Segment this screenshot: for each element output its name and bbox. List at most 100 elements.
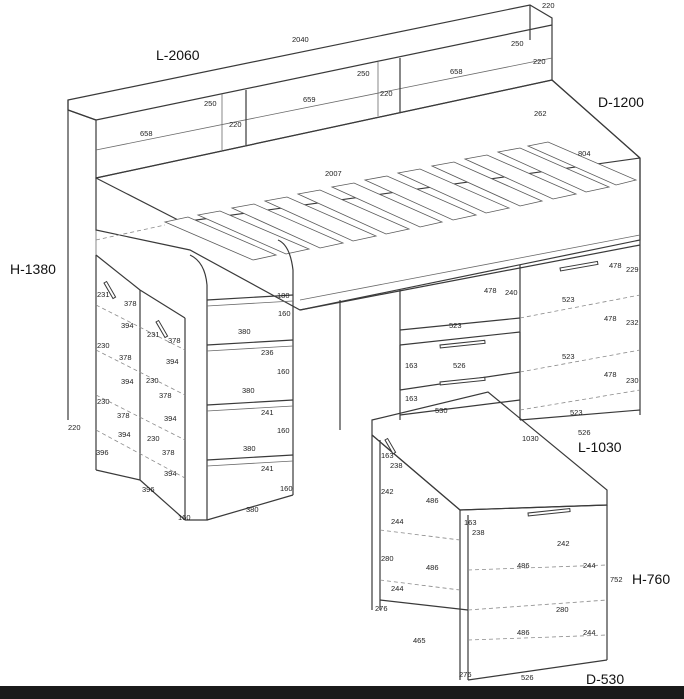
dim-label: 160 xyxy=(280,484,293,493)
dim-label: 220 xyxy=(380,89,393,98)
dim-label: 276 xyxy=(375,604,388,613)
dim-label: 380 xyxy=(246,505,259,514)
dimension-labels: 220 2040 250 220 250 658 220 659 250 262… xyxy=(68,1,639,682)
dim-label: 378 xyxy=(159,391,172,400)
dim-label: 276 xyxy=(459,670,472,679)
dim-label: 526 xyxy=(521,673,534,682)
bed-slats xyxy=(163,141,638,261)
dim-label: 240 xyxy=(505,288,518,297)
bottom-toolbar-strip xyxy=(0,686,684,699)
dim-label: 241 xyxy=(261,464,274,473)
dim-label: 232 xyxy=(626,318,639,327)
dim-label: 244 xyxy=(391,517,404,526)
dim-label: 2040 xyxy=(292,35,309,44)
dim-label: 486 xyxy=(517,561,530,570)
dim-label: 163 xyxy=(464,518,477,527)
dim-label: 378 xyxy=(162,448,175,457)
dim-label: 231 xyxy=(147,330,160,339)
dim-label: 241 xyxy=(261,408,274,417)
dim-label: 230 xyxy=(147,434,160,443)
dim-label: 220 xyxy=(229,120,242,129)
dim-label: 486 xyxy=(517,628,530,637)
dim-label: 478 xyxy=(604,314,617,323)
dim-label: 478 xyxy=(484,286,497,295)
dim-label: 230 xyxy=(97,341,110,350)
dim-label: 231 xyxy=(97,290,110,299)
dim-label: 478 xyxy=(609,261,622,270)
dim-label: 160 xyxy=(277,367,290,376)
dim-label: 242 xyxy=(381,487,394,496)
dim-label: 160 xyxy=(278,309,291,318)
dim-label: 230 xyxy=(626,376,639,385)
dim-label: 752 xyxy=(610,575,623,584)
dim-label: 804 xyxy=(578,149,591,158)
dim-label: 378 xyxy=(117,411,130,420)
dim-label: 236 xyxy=(261,348,274,357)
dim-label: 394 xyxy=(118,430,131,439)
dim-label: 160 xyxy=(178,513,191,522)
dim-label: 658 xyxy=(450,67,463,76)
dim-label: 2007 xyxy=(325,169,342,178)
dim-label: 163 xyxy=(381,451,394,460)
dim-label: 523 xyxy=(562,352,575,361)
overall-height-label: H-1380 xyxy=(10,261,56,277)
dim-label: 478 xyxy=(604,370,617,379)
dim-label: 394 xyxy=(164,414,177,423)
overall-length-label: L-2060 xyxy=(156,47,200,63)
dim-label: 526 xyxy=(578,428,591,437)
dim-label: 160 xyxy=(277,426,290,435)
dim-label: 380 xyxy=(238,327,251,336)
dim-label: 658 xyxy=(140,129,153,138)
dim-label: 1030 xyxy=(522,434,539,443)
dim-label: 180 xyxy=(277,291,290,300)
dim-label: 242 xyxy=(557,539,570,548)
desk xyxy=(371,391,608,681)
dim-label: 394 xyxy=(166,357,179,366)
dim-label: 378 xyxy=(119,353,132,362)
dim-label: 486 xyxy=(426,563,439,572)
dim-label: 394 xyxy=(121,321,134,330)
desk-depth-label: D-530 xyxy=(586,671,624,687)
dim-label: 230 xyxy=(146,376,159,385)
dim-label: 220 xyxy=(542,1,555,10)
dim-label: 250 xyxy=(204,99,217,108)
dim-label: 396 xyxy=(142,485,155,494)
desk-length-label: L-1030 xyxy=(578,439,622,455)
dim-label: 523 xyxy=(449,321,462,330)
dim-label: 523 xyxy=(562,295,575,304)
dim-label: 523 xyxy=(570,408,583,417)
dim-label: 380 xyxy=(243,444,256,453)
dim-label: 229 xyxy=(626,265,639,274)
dim-label: 396 xyxy=(96,448,109,457)
dim-label: 250 xyxy=(357,69,370,78)
dim-label: 244 xyxy=(583,628,596,637)
dim-label: 220 xyxy=(68,423,81,432)
desk-height-label: H-760 xyxy=(632,571,670,587)
dim-label: 262 xyxy=(534,109,547,118)
dim-label: 238 xyxy=(390,461,403,470)
dim-label: 659 xyxy=(303,95,316,104)
dim-label: 238 xyxy=(472,528,485,537)
dim-label: 486 xyxy=(426,496,439,505)
dim-label: 378 xyxy=(124,299,137,308)
dim-label: 380 xyxy=(242,386,255,395)
dim-label: 230 xyxy=(97,397,110,406)
dim-label: 280 xyxy=(381,554,394,563)
left-wardrobe xyxy=(95,224,186,521)
ladder xyxy=(185,239,294,521)
dim-label: 250 xyxy=(511,39,524,48)
dim-label: 465 xyxy=(413,636,426,645)
dim-label: 394 xyxy=(121,377,134,386)
dim-label: 163 xyxy=(405,361,418,370)
dim-label: 244 xyxy=(391,584,404,593)
dim-label: 220 xyxy=(533,57,546,66)
dim-label: 378 xyxy=(168,336,181,345)
dim-label: 394 xyxy=(164,469,177,478)
overall-depth-label: D-1200 xyxy=(598,94,644,110)
dim-label: 280 xyxy=(556,605,569,614)
dim-label: 163 xyxy=(405,394,418,403)
dim-label: 526 xyxy=(453,361,466,370)
dim-label: 244 xyxy=(583,561,596,570)
dim-label: 530 xyxy=(435,406,448,415)
